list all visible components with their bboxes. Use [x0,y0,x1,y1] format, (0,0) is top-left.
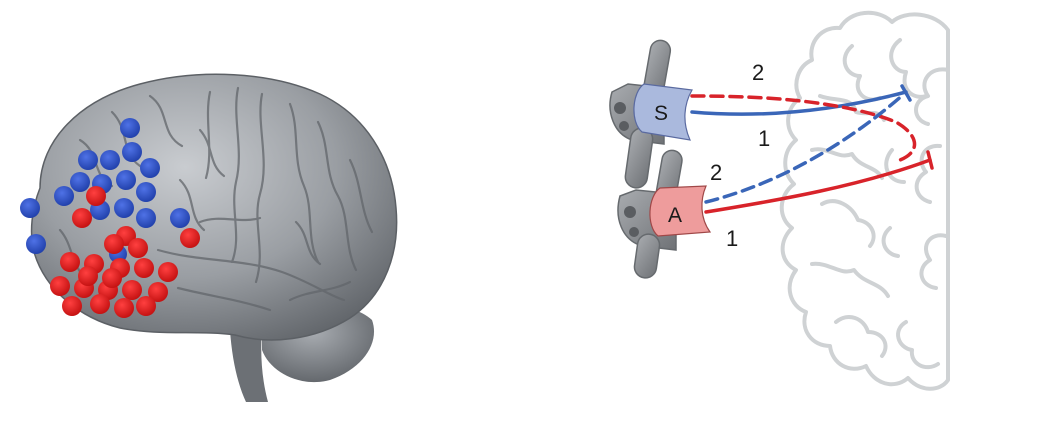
electrode-red [86,186,106,206]
path-end-blue [900,84,912,102]
path-blue-solid [690,90,908,116]
speaker-a-label: A [668,204,682,227]
path-label-s-1: 1 [758,126,770,151]
speaker-a: A [617,149,712,279]
electrode-red [180,228,200,248]
pathways [690,84,934,214]
rendered-brain [20,73,398,402]
electrodes-blue [20,118,190,263]
path-blue-dashed [704,92,906,204]
electrode-blue [54,186,74,206]
electrode-red [60,252,80,272]
electrode-red [50,276,70,296]
electrode-red [134,258,154,278]
speaker-s-cone [633,83,693,141]
electrode-blue [116,170,136,190]
electrode-red [72,208,92,228]
electrode-red [136,296,156,316]
electrode-red [78,266,98,286]
path-end-red [926,150,934,170]
electrode-red [90,294,110,314]
electrode-blue [122,142,142,162]
electrode-blue [170,208,190,228]
electrodes-red [50,186,200,318]
electrode-red [148,282,168,302]
path-label-a-1: 1 [726,226,738,251]
electrode-red [128,238,148,258]
path-red-dashed [690,94,917,162]
outline-brain [779,10,950,391]
electrode-red [102,268,122,288]
electrode-blue [140,158,160,178]
electrode-red [62,296,82,316]
electrode-blue [114,198,134,218]
electrode-blue [136,182,156,202]
speaker-s: S [609,39,693,189]
electrode-blue [20,198,40,218]
path-red-solid [704,158,932,214]
electrode-blue [78,150,98,170]
speaker-s-label: S [654,102,668,125]
electrode-blue [120,118,140,138]
electrode-red [158,262,178,282]
brain-stem [230,330,268,402]
outline-brain-contour [779,10,950,391]
electrode-blue [70,172,90,192]
path-label-s-2: 2 [752,60,764,85]
path-label-a-2: 2 [710,160,722,185]
electrode-red [122,280,142,300]
electrode-blue [26,234,46,254]
electrode-blue [100,150,120,170]
electrode-red [114,298,134,318]
electrode-blue [136,208,156,228]
speaker-a-cone [649,185,712,237]
electrode-red [104,234,124,254]
